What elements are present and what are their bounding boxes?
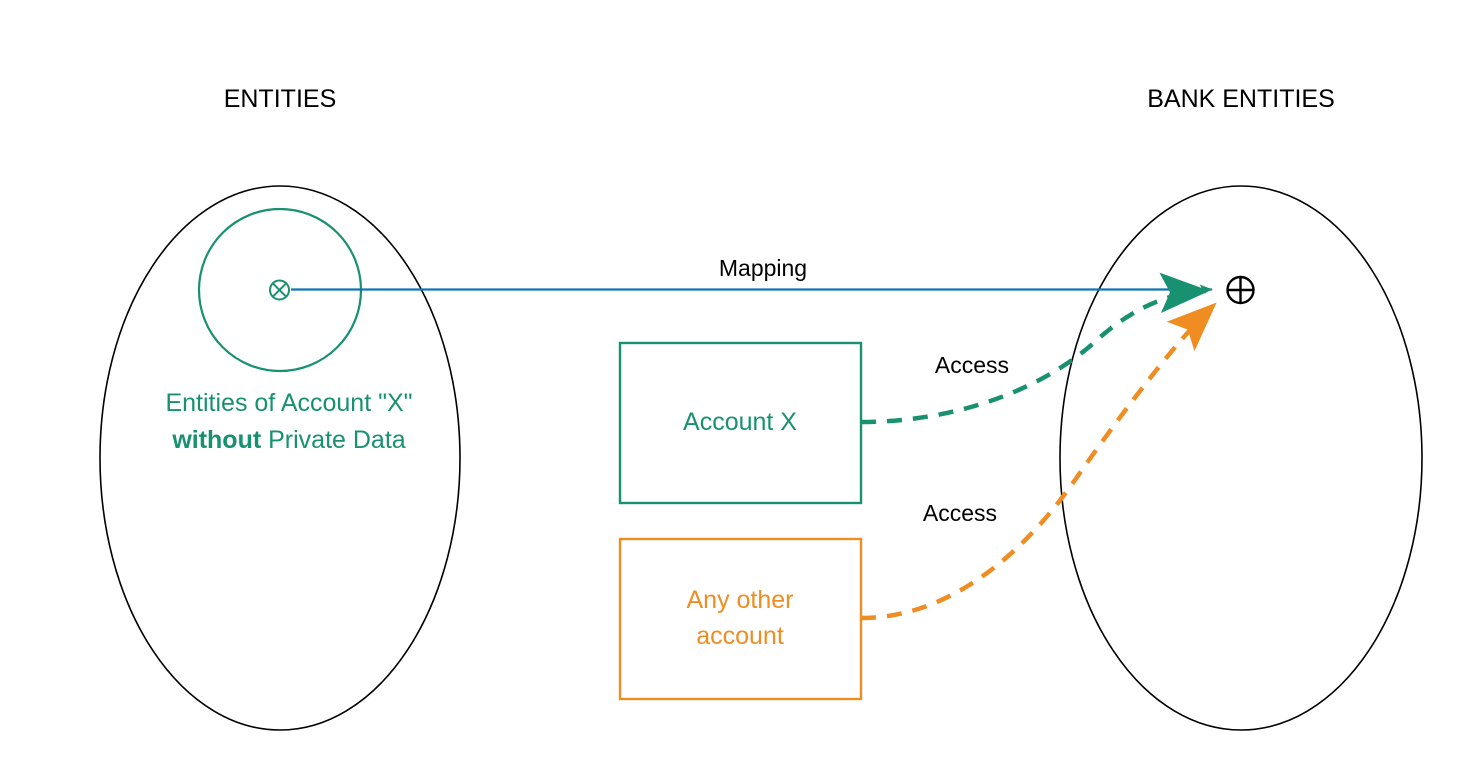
access-edge-any-other-label: Access: [923, 500, 997, 526]
entities-caption-rest: Private Data: [261, 426, 406, 454]
account-x-box-label: Account X: [683, 408, 797, 436]
any-other-account-box[interactable]: [618, 537, 863, 701]
access-edge-account-x-label: Access: [935, 352, 1009, 378]
entities-caption-line2: without Private Data: [171, 426, 405, 454]
mapping-edge-label: Mapping: [719, 255, 807, 281]
entities-caption-bold: without: [171, 426, 262, 454]
access-edge-any-other: [860, 302, 1217, 621]
header-label-entities: ENTITIES: [224, 85, 337, 113]
any-other-account-box-label-line2: account: [696, 622, 784, 650]
circled-x-icon: [269, 279, 290, 301]
access-edge-account-x: [860, 272, 1210, 425]
circled-plus-icon: [1226, 275, 1255, 305]
entities-caption-line1: Entities of Account "X": [165, 389, 412, 417]
any-other-account-box-label-line1: Any other: [686, 586, 793, 614]
header-label-bank-entities: BANK ENTITIES: [1147, 85, 1335, 113]
bank-entities-ellipse: [1059, 185, 1423, 731]
entities-ellipse: [99, 185, 461, 731]
